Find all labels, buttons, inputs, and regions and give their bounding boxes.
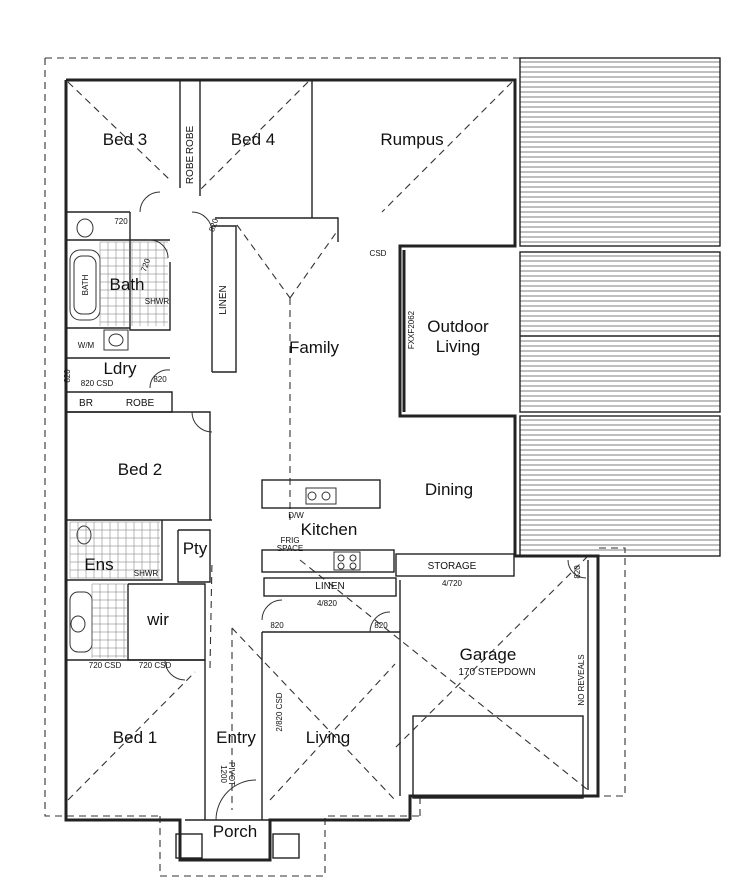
- room-dining: Dining: [425, 480, 473, 499]
- door-size-720-csd-ens: 720 CSD: [89, 661, 122, 670]
- room-outdoor-living-2: Living: [436, 337, 480, 356]
- fixtures: [69, 218, 361, 658]
- label-csd-rumpus: CSD: [370, 249, 387, 258]
- door-size-2-820-csd: 2/820 CSD: [275, 692, 284, 731]
- label-bath-tub: BATH: [81, 274, 90, 295]
- room-bed1: Bed 1: [113, 728, 157, 747]
- door-size-720-csd-wir: 720 CSD: [139, 661, 172, 670]
- label-pivot-1: 1200: [219, 765, 228, 783]
- label-storage: STORAGE: [428, 561, 477, 572]
- roof-sheeting-dining: [520, 419, 720, 551]
- room-porch: Porch: [213, 822, 257, 841]
- verandah-outline: [519, 57, 721, 557]
- label-shwr-ens: SHWR: [134, 569, 159, 578]
- door-size-820-hall: 820: [207, 217, 220, 233]
- label-frig-1: FRIG: [280, 536, 299, 545]
- label-no-reveals: NO REVEALS: [577, 654, 586, 705]
- door-size-720-bath: 720: [114, 217, 128, 226]
- label-robe-2: ROBE: [185, 156, 196, 185]
- room-ldry: Ldry: [103, 359, 137, 378]
- door-size-820-living-right: 820: [374, 621, 388, 630]
- room-bed3: Bed 3: [103, 130, 147, 149]
- door-size-4-720: 4/720: [442, 579, 463, 588]
- label-shwr-bath: SHWR: [145, 297, 170, 306]
- door-size-4-820: 4/820: [317, 599, 338, 608]
- door-size-720-bath-side: 720: [139, 257, 152, 273]
- label-br: BR: [79, 398, 93, 409]
- room-living: Living: [306, 728, 350, 747]
- room-rumpus: Rumpus: [380, 130, 443, 149]
- room-pty: Pty: [183, 539, 208, 558]
- door-size-820-ldry-left: 820: [63, 369, 72, 383]
- label-frig-2: SPACE: [277, 544, 304, 553]
- room-ens: Ens: [84, 555, 113, 574]
- room-entry: Entry: [216, 728, 256, 747]
- label-robe-1: ROBE: [185, 126, 196, 155]
- room-kitchen: Kitchen: [301, 520, 358, 539]
- roof-sheeting-top: [520, 61, 720, 243]
- room-bed4: Bed 4: [231, 130, 275, 149]
- door-size-820-living-left: 820: [270, 621, 284, 630]
- door-size-820-garage: 820: [573, 565, 582, 579]
- label-robe-ldry: ROBE: [126, 398, 155, 409]
- room-wir: wir: [146, 610, 169, 629]
- label-dw: D/W: [288, 511, 304, 520]
- roof-overhang-outline: [44, 57, 626, 877]
- label-wm: W/M: [78, 341, 95, 350]
- room-family: Family: [289, 338, 340, 357]
- room-garage: Garage: [460, 645, 517, 664]
- label-linen-hall: LINEN: [218, 285, 229, 314]
- label-pivot-2: PIVOT: [227, 762, 236, 786]
- porch-outline: [175, 819, 300, 859]
- internal-walls: [66, 80, 589, 820]
- door-swings: [139, 191, 587, 821]
- roof-sheeting-outdoor: [520, 255, 720, 407]
- door-size-820-ldry-csd: 820 CSD: [81, 379, 114, 388]
- label-linen-kitchen: LINEN: [315, 581, 344, 592]
- room-bath: Bath: [110, 275, 145, 294]
- label-fxxf: FXXF2062: [407, 310, 416, 349]
- room-outdoor-living-1: Outdoor: [427, 317, 489, 336]
- label-stepdown: 170 STEPDOWN: [458, 667, 535, 678]
- room-bed2: Bed 2: [118, 460, 162, 479]
- door-size-820-ldry-right: 820: [153, 375, 167, 384]
